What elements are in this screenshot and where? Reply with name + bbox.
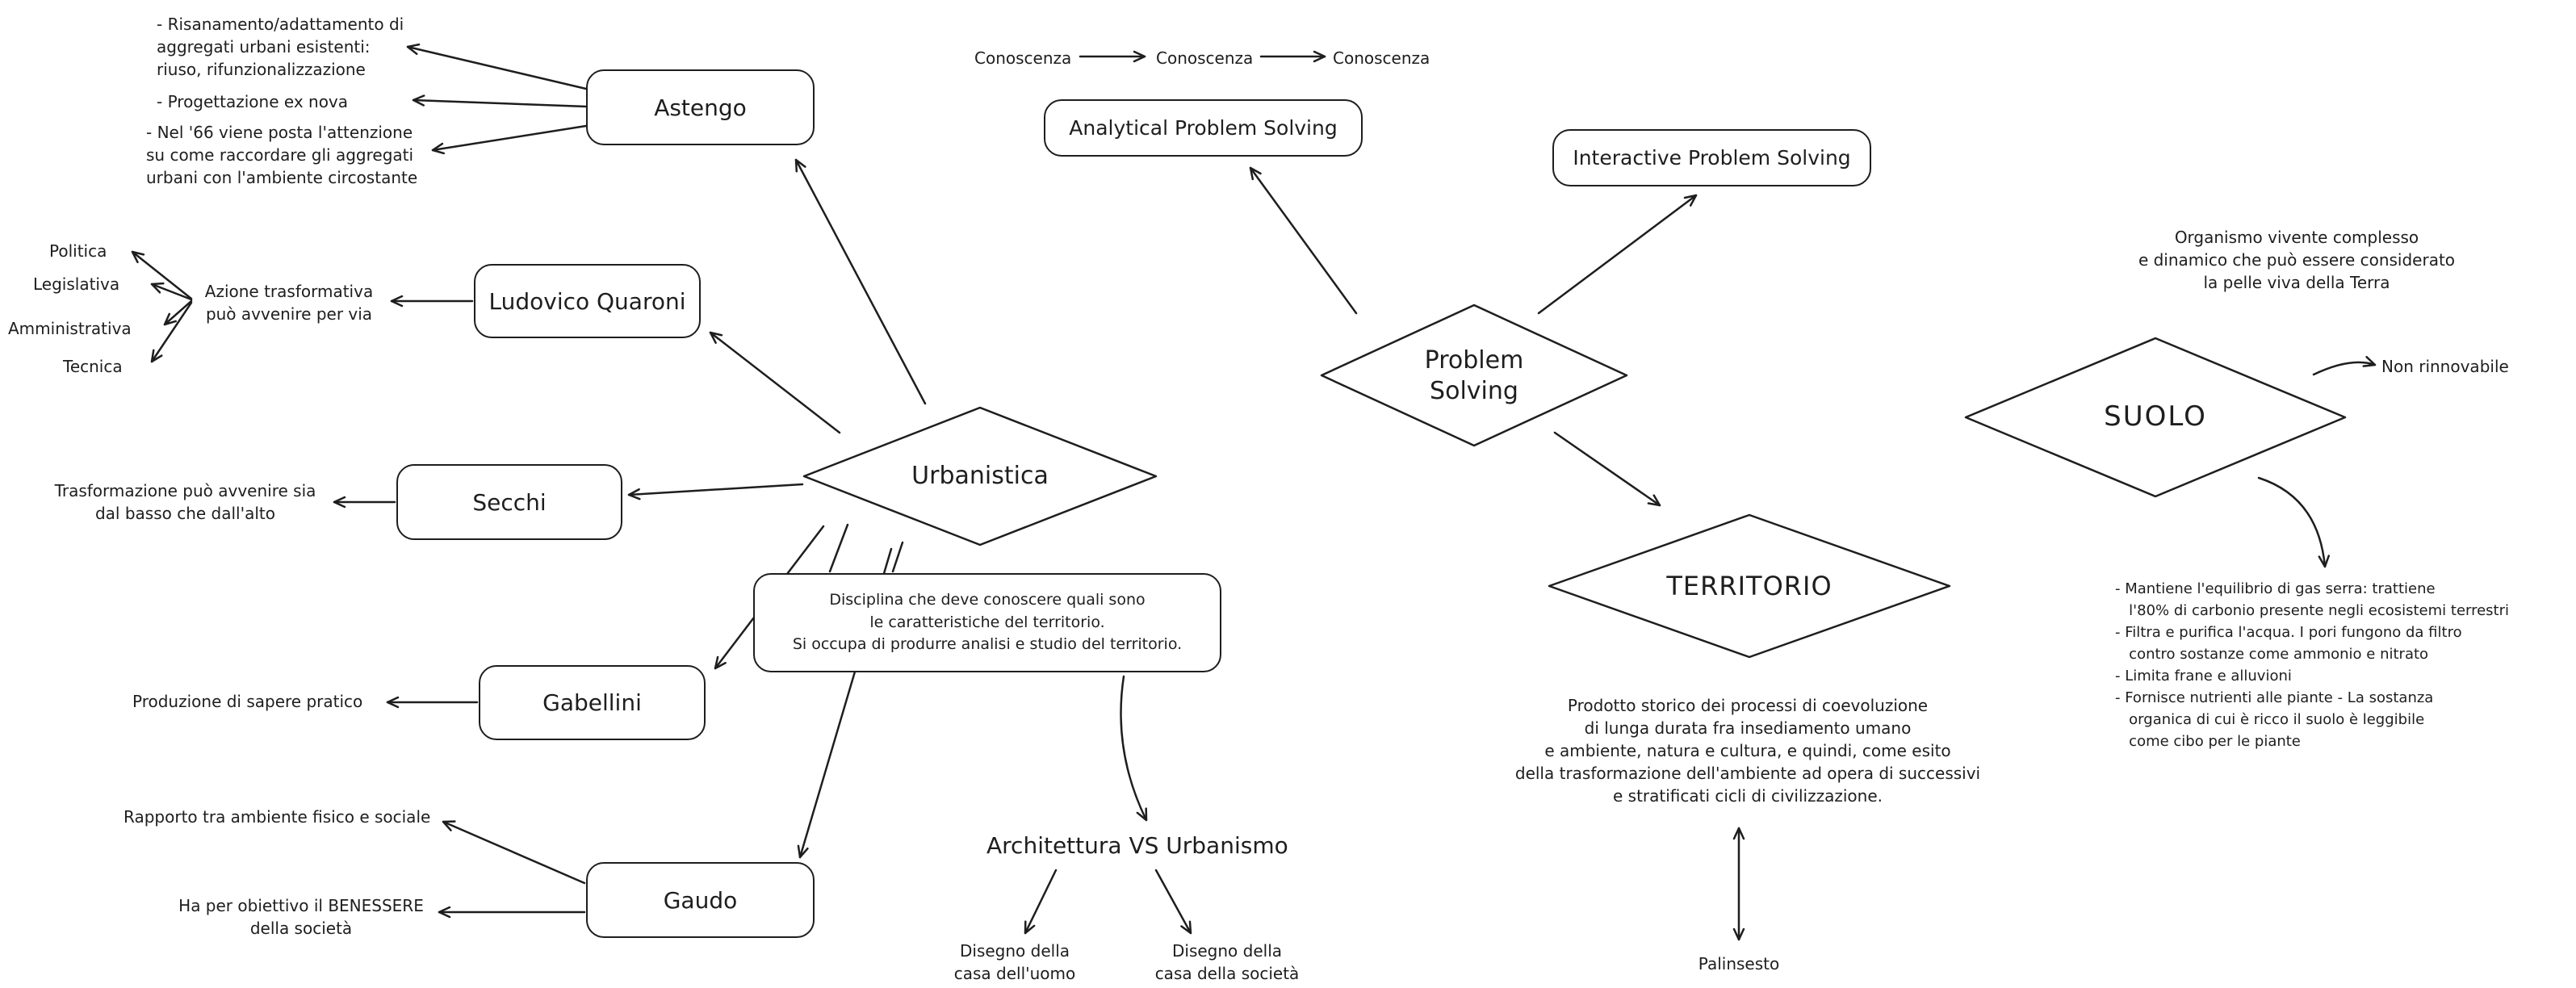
line-urbanistica-description-1 (828, 523, 849, 573)
territorio-diamond-label: TERRITORIO (1666, 571, 1833, 601)
architettura-vs-urbanismo-title: Architettura VS Urbanismo (986, 832, 1288, 859)
via-politica: Politica (49, 241, 107, 261)
note-benessere: Ha per obiettivo il BENESSERE della soci… (178, 896, 424, 938)
territorio-diamond (1548, 513, 1951, 659)
urbanistica-diamond-label: Urbanistica (911, 462, 1049, 490)
node-interactive-problem-solving: Interactive Problem Solving (1552, 129, 1871, 186)
node-gabellini: Gabellini (479, 665, 706, 740)
suolo-funzioni-list: - Mantiene l'equilibrio di gas serra: tr… (2115, 580, 2510, 750)
node-ludovico-quaroni: Ludovico Quaroni (474, 264, 701, 338)
suolo-diamond (1964, 337, 2347, 498)
node-secchi: Secchi (396, 464, 622, 540)
note-trasformazione: Trasformazione può avvenire sia dal bass… (54, 481, 316, 523)
note-attenzione: - Nel '66 viene posta l'attenzione su co… (146, 123, 418, 187)
arrow-astengo-attenzione (431, 124, 588, 155)
note-casa-societa: Disegno della casa della società (1154, 941, 1300, 983)
suolo-diamond-label: SUOLO (2104, 400, 2207, 433)
note-risanamento: - Risanamento/adattamento di aggregati u… (157, 15, 404, 79)
via-legislativa: Legislativa (33, 274, 120, 294)
note-casa-uomo: Disegno della casa dell'uomo (953, 941, 1076, 983)
problem-solving-diamond (1320, 304, 1628, 447)
note-azione-trasformativa: Azione trasformativa può avvenire per vi… (204, 282, 374, 324)
note-palinsesto: Palinsesto (1698, 954, 1780, 973)
arrow-azione-amministrativa (163, 299, 193, 326)
conoscenza-3: Conoscenza (1333, 48, 1430, 68)
suolo-definizione: Organismo vivente complesso e dinamico c… (2138, 228, 2456, 292)
node-disciplina-descrizione: Disciplina che deve conoscere quali sono… (753, 573, 1221, 672)
node-analytical-problem-solving: Analytical Problem Solving (1044, 99, 1363, 157)
node-gaudo: Gaudo (586, 862, 815, 938)
arrow-astengo-risanamento (406, 43, 588, 90)
arrow-azione-legislativa (150, 282, 193, 301)
note-rapporto-ambiente: Rapporto tra ambiente fisico e sociale (124, 807, 431, 827)
territorio-descrizione: Prodotto storico dei processi di coevolu… (1514, 696, 1981, 806)
arrow-azione-politica (131, 250, 193, 300)
arrow-ps-analytical (1249, 166, 1358, 315)
arrow-urbanistica-astengo (794, 158, 927, 405)
arrow-suolo-non-rinnovabile (2312, 355, 2377, 376)
via-amministrativa: Amministrativa (8, 319, 132, 338)
conoscenza-1: Conoscenza (974, 48, 1072, 68)
note-sapere-pratico: Produzione di sapere pratico (132, 692, 363, 711)
arrow-architettura-casa-societa (1154, 869, 1192, 935)
problem-solving-diamond-label: Problem Solving (1424, 346, 1524, 405)
arrow-astengo-progettazione (412, 94, 588, 108)
urbanistica-diamond (802, 406, 1158, 546)
arrow-ps-interactive (1537, 194, 1698, 315)
conoscenza-2: Conoscenza (1156, 48, 1254, 68)
node-astengo: Astengo (586, 69, 815, 145)
arrow-gaudo-rapporto (442, 820, 586, 885)
arrow-suolo-funzioni (2257, 476, 2331, 568)
note-non-rinnovabile: Non rinnovabile (2381, 357, 2509, 376)
arrow-azione-tecnica (150, 301, 193, 363)
arrow-urbanistica-quaroni (709, 331, 841, 434)
arrow-description-architettura (1120, 675, 1148, 822)
via-tecnica: Tecnica (63, 357, 123, 376)
arrow-architettura-casa-uomo (1024, 869, 1058, 935)
line-urbanistica-description-2 (891, 541, 904, 573)
arrow-urbanistica-secchi (627, 483, 804, 500)
arrow-ps-territorio (1553, 431, 1661, 507)
note-progettazione: - Progettazione ex nova (157, 92, 349, 111)
